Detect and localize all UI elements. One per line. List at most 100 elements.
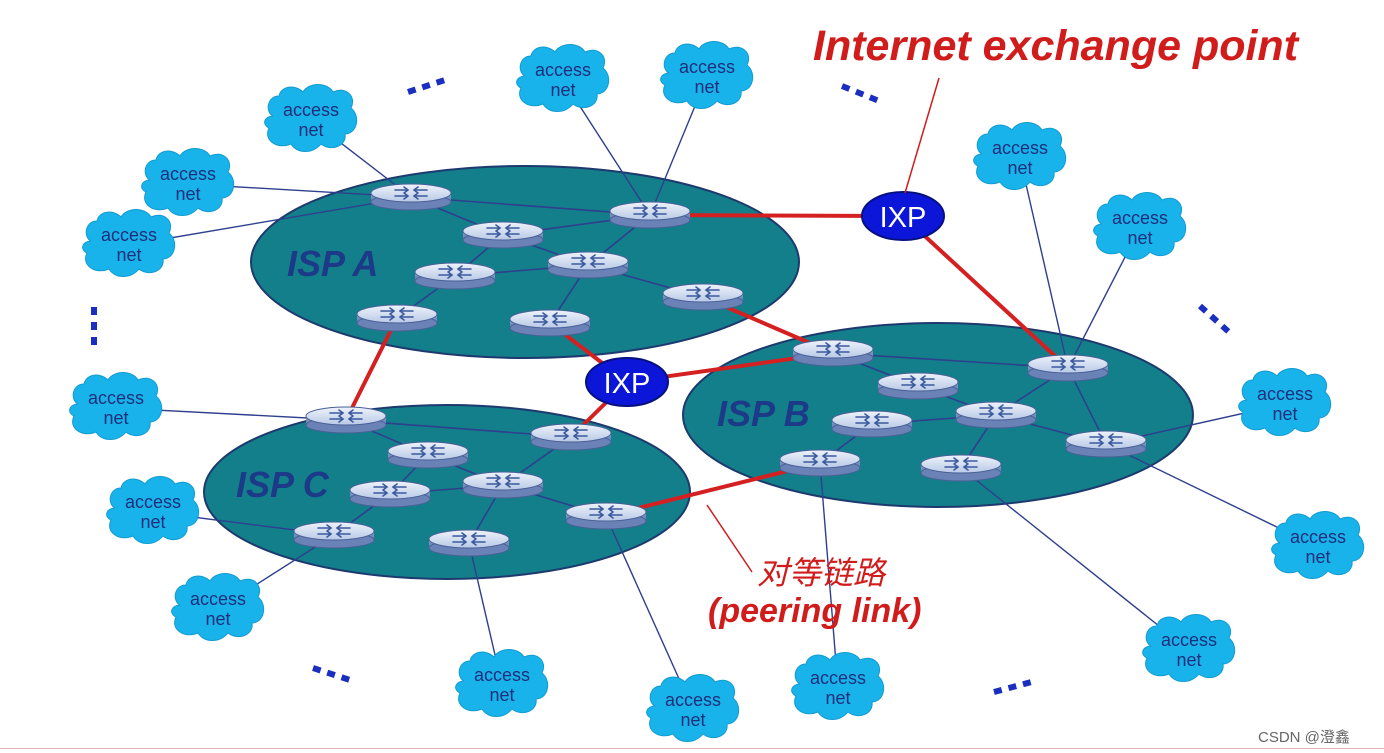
router-icon: [530, 423, 612, 451]
cloud-icon: [264, 84, 358, 152]
ixp-top: IXP: [861, 191, 945, 241]
access-net-label-line1: access: [1161, 630, 1217, 650]
access-link: [960, 467, 1190, 651]
router-icon: [662, 283, 744, 311]
ellipsis-mark: [91, 307, 97, 345]
cloud-icon: [455, 649, 549, 717]
ellipsis-marks: [91, 77, 1231, 695]
access-net-label-line2: net: [489, 685, 514, 705]
ellipsis-mark: [312, 665, 351, 683]
watermark: CSDN @澄鑫: [1258, 728, 1350, 746]
access-net-label-line1: access: [160, 164, 216, 184]
peering-label-en: (peering link): [708, 592, 921, 630]
access-net-label-line1: access: [992, 138, 1048, 158]
access-link: [819, 462, 839, 689]
router-icon: [831, 410, 913, 438]
access-net-label-line1: access: [1112, 208, 1168, 228]
access-net-label-line1: access: [1257, 384, 1313, 404]
isp-a-label: ISP A: [287, 243, 378, 284]
access-net-label-line2: net: [1272, 404, 1297, 424]
diagram-title: Internet exchange point: [813, 22, 1300, 70]
router-icon: [877, 372, 959, 400]
peering-label-cn: 对等链路: [757, 554, 888, 592]
ellipsis-mark: [993, 679, 1032, 695]
router-icon: [428, 529, 510, 557]
access-net-label-line2: net: [825, 688, 850, 708]
cloud-icon: [141, 148, 235, 216]
router-icon: [565, 502, 647, 530]
peering-link: [344, 316, 399, 422]
access-net-label-line1: access: [125, 492, 181, 512]
router-icon: [462, 221, 544, 249]
cloud-icon: [791, 652, 885, 720]
cloud-icon: [646, 674, 740, 742]
ellipsis-mark: [407, 77, 446, 95]
access-net-label-line1: access: [810, 668, 866, 688]
isp-c-label: ISP C: [236, 464, 330, 505]
access-nets-layer: accessnetaccessnetaccessnetaccessnetacce…: [69, 41, 1365, 742]
ixp-top-label: IXP: [880, 202, 927, 234]
cloud-icon: [516, 44, 610, 112]
router-icon: [1027, 354, 1109, 382]
access-net-label-line2: net: [205, 609, 230, 629]
access-net-label-line2: net: [694, 77, 719, 97]
router-icon: [370, 183, 452, 211]
access-net-label-line1: access: [283, 100, 339, 120]
access-net-label-line2: net: [1127, 228, 1152, 248]
router-icon: [1065, 430, 1147, 458]
access-net-label-line2: net: [140, 512, 165, 532]
ellipsis-mark: [840, 83, 879, 104]
access-net-label-line1: access: [101, 225, 157, 245]
router-icon: [509, 309, 591, 337]
access-net-label-line2: net: [1176, 650, 1201, 670]
cloud-icon: [106, 476, 200, 544]
cloud-icon: [1238, 368, 1332, 436]
router-icon: [293, 521, 375, 549]
access-net-label-line2: net: [1305, 547, 1330, 567]
router-icon: [305, 406, 387, 434]
cloud-icon: [1271, 511, 1365, 579]
peering-link: [648, 213, 905, 218]
router-icon: [414, 262, 496, 290]
access-net-label-line2: net: [103, 408, 128, 428]
cloud-icon: [973, 122, 1067, 190]
access-net-label-line1: access: [88, 388, 144, 408]
cloud-icon: [171, 573, 265, 641]
router-icon: [547, 251, 629, 279]
router-icon: [462, 471, 544, 499]
bottom-divider: [0, 748, 1384, 749]
peering-link: [901, 214, 1070, 370]
access-link: [1019, 157, 1069, 369]
router-icon: [779, 449, 861, 477]
access-net-label-line1: access: [535, 60, 591, 80]
cloud-icon: [82, 209, 176, 277]
peering-pointer-line: [706, 504, 753, 573]
ixp-middle: IXP: [585, 357, 669, 407]
ellipsis-mark: [1197, 303, 1231, 334]
router-icon: [792, 339, 874, 367]
cloud-icon: [1093, 192, 1187, 260]
access-net-label-line2: net: [550, 80, 575, 100]
access-net-label-line1: access: [679, 57, 735, 77]
access-net-label-line2: net: [298, 120, 323, 140]
router-icon: [356, 304, 438, 332]
cloud-icon: [1142, 614, 1236, 682]
router-icon: [920, 454, 1002, 482]
title-pointer-line: [904, 77, 940, 194]
access-net-label-line1: access: [665, 690, 721, 710]
isp-b-label: ISP B: [717, 393, 810, 434]
access-net-label-line2: net: [116, 245, 141, 265]
